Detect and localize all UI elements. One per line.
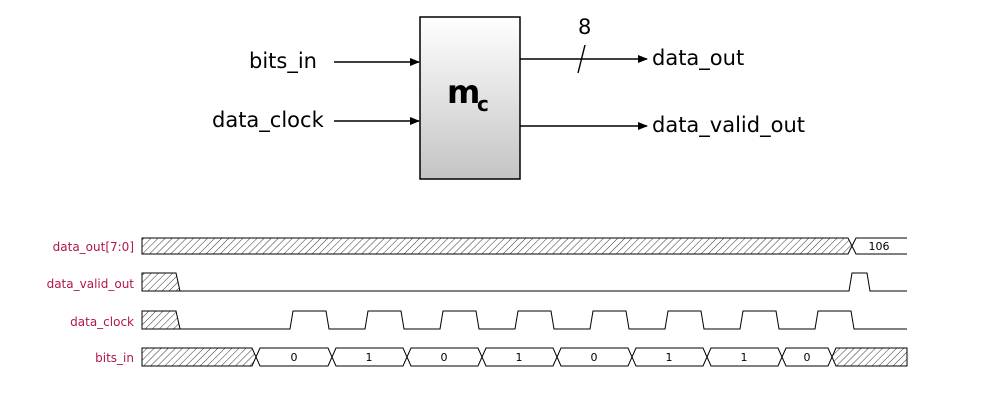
module-name-subscript: c	[477, 92, 489, 116]
signal-label-data-out: data_out[7:0]	[53, 240, 134, 254]
bit-value-7: 0	[804, 351, 811, 364]
bit-value-5: 1	[666, 351, 673, 364]
module-name: m	[447, 73, 480, 111]
bus-width-slash	[577, 44, 586, 74]
signal-label-data-clock: data_clock	[70, 315, 134, 329]
bus-width-label: 8	[578, 15, 591, 39]
signal-label-bits-in: bits_in	[95, 351, 134, 365]
input-port-data-clock-label: data_clock	[212, 108, 325, 133]
bit-value-1: 1	[366, 351, 373, 364]
bit-value-3: 1	[516, 351, 523, 364]
trace-bits-in: 0 1 0 1 0 1 1 0	[141, 347, 908, 367]
trace-data-out: 106	[141, 237, 907, 255]
module-block	[419, 16, 521, 180]
input-port-bits-in-label: bits_in	[249, 49, 317, 74]
bit-value-2: 0	[441, 351, 448, 364]
trace-data-clock	[141, 310, 907, 330]
bit-value-4: 0	[591, 351, 598, 364]
output-port-data-valid-out-label: data_valid_out	[652, 113, 805, 138]
output-port-data-out-label: data_out	[652, 46, 744, 71]
bit-value-0: 0	[291, 351, 298, 364]
bit-value-6: 1	[741, 351, 748, 364]
trace-data-valid-out	[141, 272, 907, 292]
timing-diagram: data_out[7:0] data_valid_out data_clock …	[47, 237, 908, 367]
data-out-value: 106	[869, 240, 890, 253]
signal-label-data-valid-out: data_valid_out	[47, 277, 135, 291]
